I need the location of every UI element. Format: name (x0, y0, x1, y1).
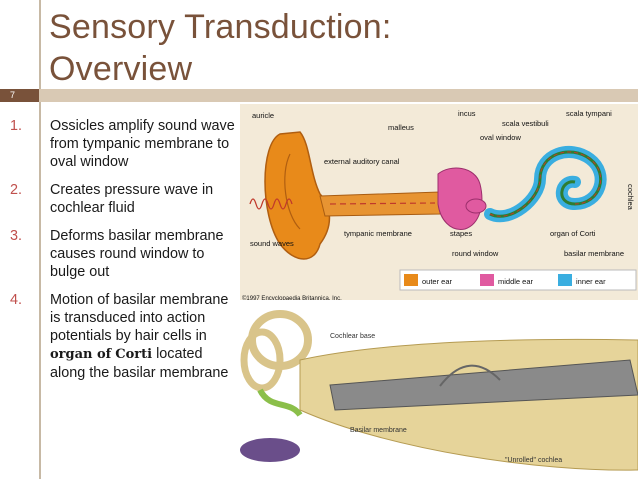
label-cochlear-base: Cochlear base (330, 333, 375, 340)
label-stapes: stapes (450, 229, 472, 238)
header-bar (0, 89, 638, 102)
bullet-number: 3. (10, 228, 23, 244)
copyright-text: ©1997 Encyclopaedia Britannica, Inc. (242, 295, 342, 302)
label-round-window: round window (452, 249, 499, 258)
legend-outer-ear: outer ear (422, 277, 453, 286)
bullet-text: Motion of basilar membrane is transduced… (50, 292, 229, 344)
list-item: 4. Motion of basilar membrane is transdu… (6, 291, 238, 382)
label-malleus: malleus (388, 123, 414, 132)
legend-swatch-middle (480, 274, 494, 286)
label-unrolled-cochlea: "Unrolled" cochlea (505, 457, 562, 464)
label-incus: incus (458, 109, 476, 118)
bullet-list: 1. Ossicles amplify sound wave from tymp… (6, 117, 238, 392)
label-scala-vestibuli: scala vestibuli (502, 119, 549, 128)
slide-title: Sensory Transduction: Overview (49, 6, 392, 90)
slide-number: 7 (0, 89, 39, 102)
emphasis-corti: Corti (115, 347, 153, 362)
legend-swatch-outer (404, 274, 418, 286)
list-item: 3. Deforms basilar membrane causes round… (6, 227, 238, 281)
bullet-text: Creates pressure wave in cochlear fluid (50, 182, 214, 216)
emphasis-organ: organ of (50, 347, 112, 362)
bullet-number: 2. (10, 182, 23, 198)
left-rule (39, 0, 41, 479)
label-external-canal: external auditory canal (324, 157, 400, 166)
list-item: 1. Ossicles amplify sound wave from tymp… (6, 117, 238, 171)
label-cochlea: cochlea (626, 184, 635, 211)
title-line-2: Overview (49, 50, 193, 88)
list-item: 2. Creates pressure wave in cochlear flu… (6, 181, 238, 217)
bullet-number: 4. (10, 292, 23, 308)
title-line-1: Sensory Transduction: (49, 8, 392, 46)
label-tympanic: tympanic membrane (344, 229, 412, 238)
label-organ-corti: organ of Corti (550, 229, 596, 238)
label-scala-tympani: scala tympani (566, 109, 612, 118)
label-sound-waves: sound waves (250, 239, 294, 248)
label-auricle: auricle (252, 111, 274, 120)
bullet-number: 1. (10, 118, 23, 134)
legend-inner-ear: inner ear (576, 277, 606, 286)
ear-anatomy-figure: auricle incus scala tympani scala vestib… (240, 104, 638, 302)
legend-swatch-inner (558, 274, 572, 286)
unrolled-cochlea-figure: Cochlear base Basilar membrane "Unrolled… (240, 300, 638, 479)
label-basilar-membrane: Basilar membrane (350, 427, 407, 434)
bullet-text-tail: located along the basilar membrane (50, 346, 229, 381)
label-oval-window: oval window (480, 133, 521, 142)
label-basilar: basilar membrane (564, 249, 624, 258)
legend-middle-ear: middle ear (498, 277, 534, 286)
bullet-text: Deforms basilar membrane causes round wi… (50, 228, 224, 280)
bullet-text: Ossicles amplify sound wave from tympani… (50, 118, 235, 170)
